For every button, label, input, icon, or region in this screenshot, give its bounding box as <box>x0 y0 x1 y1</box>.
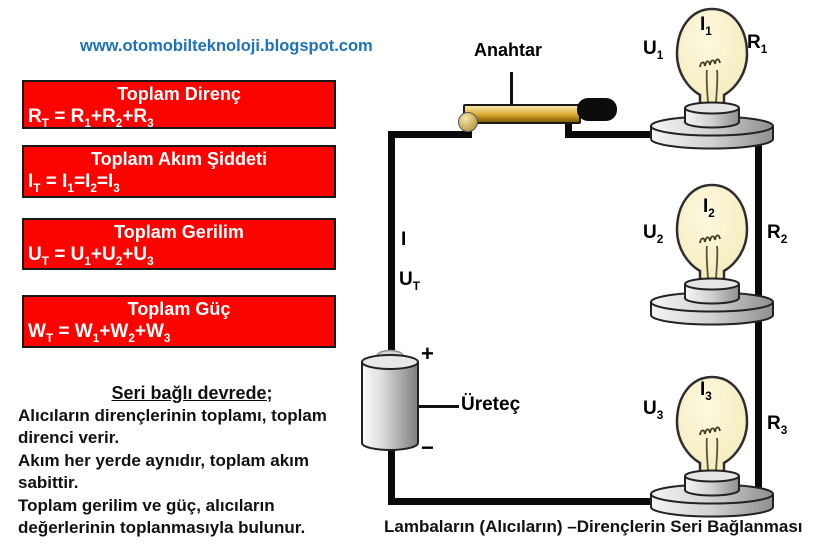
lamp-1-voltage-label: U1 <box>643 38 664 62</box>
formula-box-title: Toplam Güç <box>127 299 231 319</box>
notes-line: Alıcıların dirençlerinin toplamı, toplam… <box>18 405 327 448</box>
wire-left-lower <box>388 448 395 505</box>
wire-bottom-horizontal <box>388 498 700 505</box>
formula-box-total-power: Toplam Güç WT = W1+W2+W3 <box>22 295 336 348</box>
formula-box-title: Toplam Direnç <box>117 84 241 104</box>
formula-box-title: Toplam Akım Şiddeti <box>90 149 268 169</box>
switch-pivot-icon <box>458 112 478 132</box>
diagram-caption: Lambaların (Alıcıların) –Dirençlerin Ser… <box>384 517 803 536</box>
lamp-1-current-label: I1 <box>700 14 712 38</box>
total-voltage-label: UT <box>399 269 420 293</box>
notes-line: Akım her yerde aynıdır, toplam akım sabi… <box>18 450 310 493</box>
switch-label: Anahtar <box>474 40 543 60</box>
source-label: Üreteç <box>461 394 521 415</box>
formula-text: RT = R1+R2+R3 <box>28 106 154 130</box>
wire-switch-left <box>388 131 472 138</box>
minus-sign: − <box>421 435 434 460</box>
switch-blade-icon[interactable] <box>463 104 581 124</box>
lamp-2-resistance-label: R2 <box>767 222 788 246</box>
lamp-1-resistance-label: R1 <box>747 32 768 56</box>
switch-pointer-line <box>510 72 513 104</box>
battery-label-line <box>419 405 459 408</box>
switch-handle-icon[interactable] <box>577 98 617 121</box>
lamp-3-voltage-label: U3 <box>643 398 664 422</box>
lamp-3-current-label: I3 <box>700 379 712 403</box>
notes-block: Seri bağlı devrede; Alıcıların dirençler… <box>18 382 366 540</box>
formula-box-total-voltage: Toplam Gerilim UT = U1+U2+U3 <box>22 218 336 270</box>
notes-line: Toplam gerilim ve güç, alıcıların değerl… <box>18 495 306 538</box>
site-link[interactable]: www.otomobilteknoloji.blogspot.com <box>80 37 373 55</box>
lamp-2-icon <box>650 183 774 326</box>
current-label: I <box>401 229 407 250</box>
wire-left-vertical <box>388 131 395 363</box>
wire-top-right-horizontal <box>565 131 675 138</box>
lamp-1-icon <box>650 7 774 150</box>
lamp-2-voltage-label: U2 <box>643 222 664 246</box>
formula-box-total-resistance: Toplam Direnç RT = R1+R2+R3 <box>22 80 336 129</box>
formula-text: UT = U1+U2+U3 <box>28 244 154 268</box>
lamp-3-resistance-label: R3 <box>767 413 788 437</box>
formula-box-total-current: Toplam Akım Şiddeti IT = I1=I2=I3 <box>22 145 336 198</box>
lamp-2-current-label: I2 <box>703 196 715 220</box>
wire-switch-right-stub <box>565 112 572 138</box>
notes-heading: Seri bağlı devrede; <box>111 383 273 403</box>
formula-text: WT = W1+W2+W3 <box>28 321 171 345</box>
formula-text: IT = I1=I2=I3 <box>28 171 120 195</box>
lamp-3-icon <box>650 375 774 518</box>
formula-box-title: Toplam Gerilim <box>114 222 244 242</box>
plus-sign: + <box>421 341 434 366</box>
battery-icon <box>361 349 419 451</box>
